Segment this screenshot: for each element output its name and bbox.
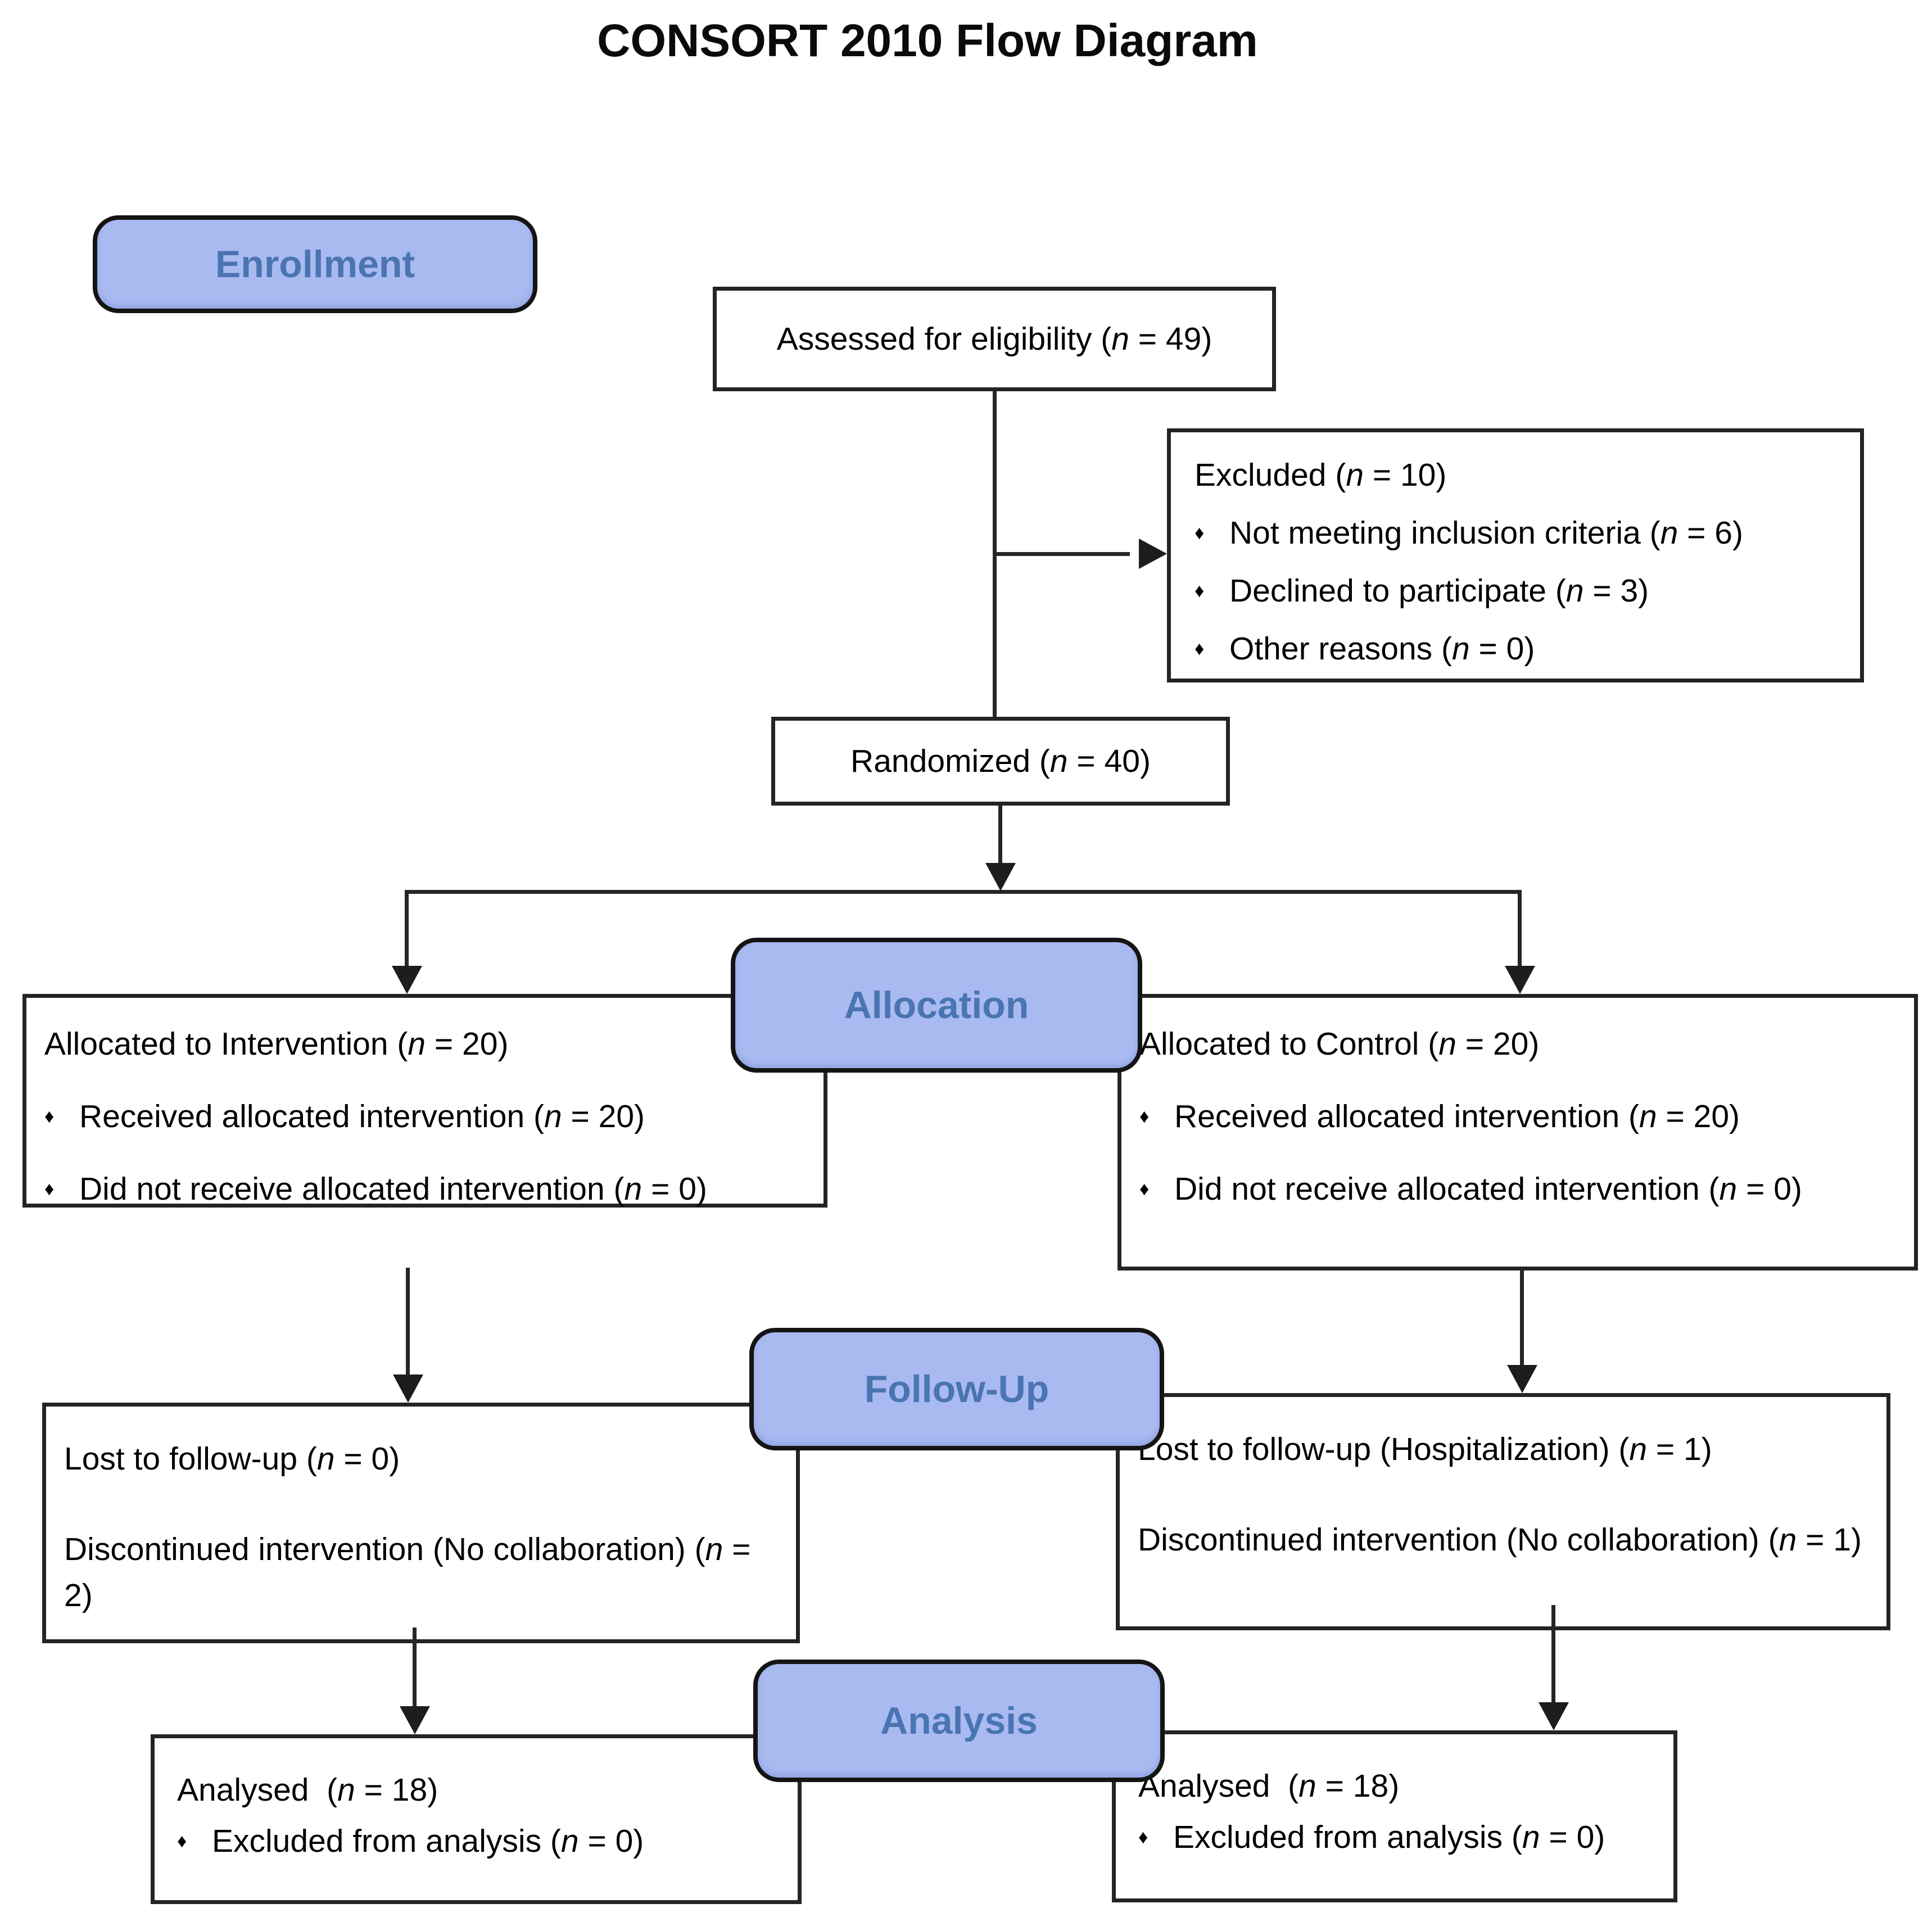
box-randomized: Randomized (n = 40) bbox=[771, 717, 1230, 806]
box-allocation-intervention: Allocated to Intervention (n = 20) ♦ Rec… bbox=[22, 994, 827, 1208]
list-item: ♦ Excluded from analysis (n = 0) bbox=[177, 1820, 786, 1863]
analysis-intervention-heading: Analysed (n = 18) bbox=[177, 1772, 438, 1808]
allocation-control-heading: Allocated to Control (n = 20) bbox=[1139, 1026, 1540, 1062]
stage-label-allocation-text: Allocation bbox=[844, 984, 1029, 1027]
branch-line bbox=[405, 890, 1522, 894]
arrowhead-into-analysis-control bbox=[1539, 1702, 1569, 1730]
list-item: ♦ Not meeting inclusion criteria (n = 6) bbox=[1195, 512, 1843, 555]
list-item: ♦ Did not receive allocated intervention… bbox=[1139, 1168, 1903, 1211]
box-excluded: Excluded (n = 10) ♦ Not meeting inclusio… bbox=[1167, 428, 1864, 682]
randomized-text: Randomized (n = 40) bbox=[850, 743, 1151, 779]
allocation-intervention-bullet-list: ♦ Received allocated intervention (n = 2… bbox=[44, 1095, 812, 1211]
flow-line-to-excluded bbox=[993, 552, 1130, 556]
arrowhead-into-followup-intervention bbox=[393, 1375, 423, 1403]
flow-line-branch-to-control bbox=[1518, 890, 1522, 967]
box-followup-intervention: Lost to follow-up (n = 0) Discontinued i… bbox=[42, 1403, 800, 1643]
stage-label-enrollment: Enrollment bbox=[93, 215, 537, 313]
analysis-control-bullet-text: Excluded from analysis (n = 0) bbox=[1173, 1819, 1605, 1855]
diamond-bullet-icon: ♦ bbox=[1195, 638, 1205, 659]
list-item: ♦ Received allocated intervention (n = 2… bbox=[1139, 1095, 1903, 1138]
diamond-bullet-icon: ♦ bbox=[1139, 1105, 1150, 1127]
list-item: ♦ Other reasons (n = 0) bbox=[1195, 627, 1843, 671]
arrowhead-into-allocation-control bbox=[1505, 966, 1535, 994]
diamond-bullet-icon: ♦ bbox=[1195, 580, 1205, 602]
flow-line-followup-to-analysis-control bbox=[1551, 1605, 1555, 1703]
excluded-bullet-text: Declined to participate (n = 3) bbox=[1229, 572, 1649, 609]
flow-line-control-to-followup bbox=[1520, 1271, 1524, 1367]
list-item: ♦ Did not receive allocated intervention… bbox=[44, 1168, 812, 1211]
diamond-bullet-icon: ♦ bbox=[177, 1830, 187, 1852]
arrowhead-into-analysis-intervention bbox=[400, 1706, 430, 1734]
analysis-control-heading: Analysed (n = 18) bbox=[1138, 1768, 1400, 1804]
page-title: CONSORT 2010 Flow Diagram bbox=[597, 15, 1258, 66]
diamond-bullet-icon: ♦ bbox=[44, 1105, 55, 1127]
box-analysis-intervention: Analysed (n = 18) ♦ Excluded from analys… bbox=[151, 1734, 802, 1904]
stage-label-analysis-text: Analysis bbox=[880, 1699, 1038, 1742]
box-analysis-control: Analysed (n = 18) ♦ Excluded from analys… bbox=[1112, 1730, 1677, 1902]
assessed-text: Assessed for eligibility (n = 49) bbox=[776, 321, 1212, 357]
stage-label-analysis: Analysis bbox=[753, 1660, 1165, 1782]
stage-label-follow-up: Follow-Up bbox=[749, 1328, 1164, 1450]
flow-line-intervention-to-followup bbox=[406, 1268, 410, 1377]
followup-control-line1: Lost to follow-up (Hospitalization) (n =… bbox=[1138, 1431, 1712, 1467]
excluded-bullet-list: ♦ Not meeting inclusion criteria (n = 6)… bbox=[1195, 512, 1843, 671]
arrowhead-into-followup-control bbox=[1507, 1365, 1537, 1393]
flow-line-randomized-to-branch bbox=[998, 806, 1002, 865]
diamond-bullet-icon: ♦ bbox=[44, 1178, 55, 1200]
stage-label-follow-up-text: Follow-Up bbox=[864, 1368, 1049, 1410]
allocation-control-bullet-text: Received allocated intervention (n = 20) bbox=[1174, 1098, 1740, 1134]
allocation-intervention-bullet-text: Received allocated intervention (n = 20) bbox=[79, 1098, 645, 1134]
box-allocation-control: Allocated to Control (n = 20) ♦ Received… bbox=[1117, 994, 1918, 1271]
stage-label-enrollment-text: Enrollment bbox=[215, 243, 415, 286]
analysis-control-bullet-list: ♦ Excluded from analysis (n = 0) bbox=[1138, 1816, 1662, 1859]
list-item: ♦ Received allocated intervention (n = 2… bbox=[44, 1095, 812, 1138]
excluded-heading: Excluded (n = 10) bbox=[1195, 457, 1447, 493]
diamond-bullet-icon: ♦ bbox=[1195, 522, 1205, 544]
followup-control-line2: Discontinued intervention (No collaborat… bbox=[1138, 1521, 1862, 1558]
box-assessed-for-eligibility: Assessed for eligibility (n = 49) bbox=[713, 287, 1276, 391]
flow-line-followup-to-analysis-intervention bbox=[413, 1627, 417, 1707]
analysis-intervention-bullet-text: Excluded from analysis (n = 0) bbox=[212, 1823, 644, 1859]
stage-label-allocation: Allocation bbox=[731, 938, 1142, 1073]
analysis-intervention-bullet-list: ♦ Excluded from analysis (n = 0) bbox=[177, 1820, 786, 1863]
list-item: ♦ Declined to participate (n = 3) bbox=[1195, 569, 1843, 613]
arrowhead-into-allocation-intervention bbox=[392, 966, 422, 994]
allocation-control-bullet-list: ♦ Received allocated intervention (n = 2… bbox=[1139, 1095, 1903, 1211]
excluded-bullet-text: Other reasons (n = 0) bbox=[1229, 630, 1535, 667]
list-item: ♦ Excluded from analysis (n = 0) bbox=[1138, 1816, 1662, 1859]
arrowhead-at-branch bbox=[985, 863, 1016, 891]
excluded-bullet-text: Not meeting inclusion criteria (n = 6) bbox=[1229, 514, 1743, 551]
allocation-control-bullet-text: Did not receive allocated intervention (… bbox=[1174, 1170, 1802, 1207]
box-followup-control: Lost to follow-up (Hospitalization) (n =… bbox=[1116, 1393, 1890, 1630]
allocation-intervention-bullet-text: Did not receive allocated intervention (… bbox=[79, 1170, 707, 1207]
flow-line-branch-to-intervention bbox=[405, 890, 409, 967]
followup-intervention-line1: Lost to follow-up (n = 0) bbox=[64, 1441, 400, 1477]
followup-intervention-line2: Discontinued intervention (No collaborat… bbox=[64, 1531, 751, 1614]
diamond-bullet-icon: ♦ bbox=[1139, 1178, 1150, 1200]
allocation-intervention-heading: Allocated to Intervention (n = 20) bbox=[44, 1026, 509, 1062]
diamond-bullet-icon: ♦ bbox=[1138, 1826, 1148, 1848]
arrowhead-into-excluded bbox=[1139, 539, 1167, 569]
